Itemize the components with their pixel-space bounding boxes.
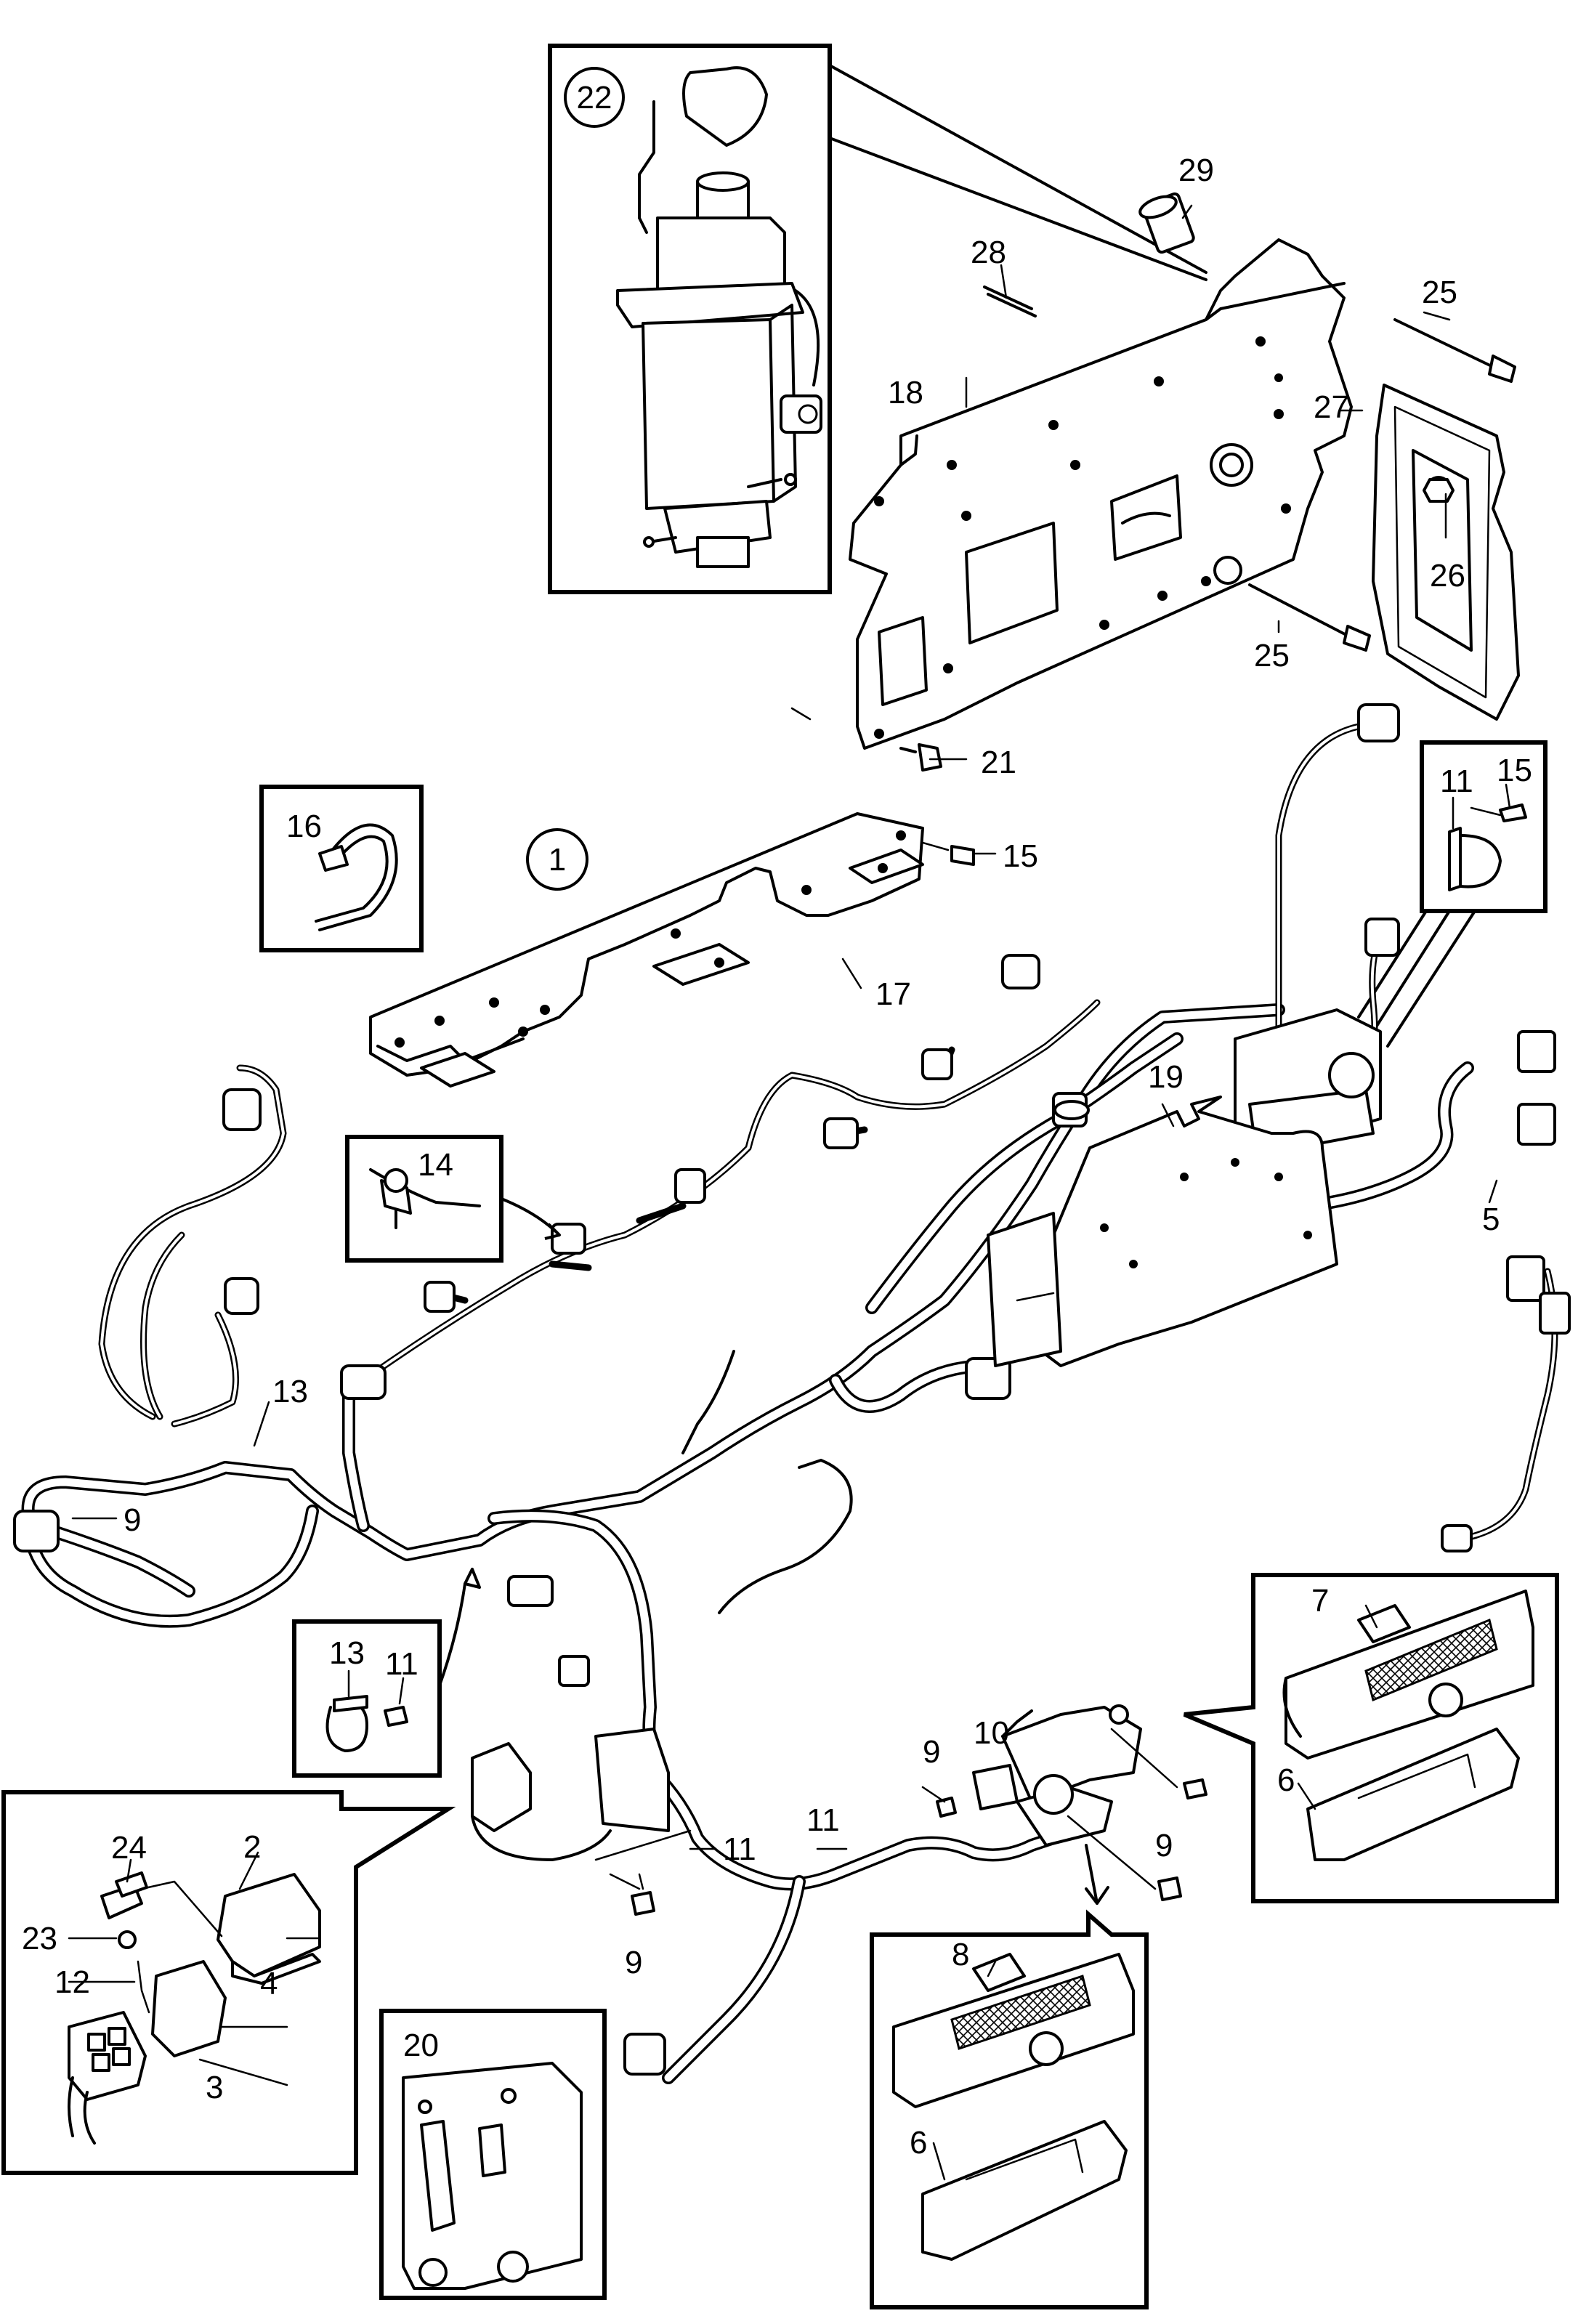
callout-circle-1 [526,828,588,891]
callout-15-bracket: 15 [1003,838,1038,874]
bracket-17 [369,812,924,1088]
callout-10: 10 [974,1715,1009,1751]
callout-29: 29 [1178,153,1214,188]
inset-filter-housing-a [1183,1573,1559,1903]
callout-26: 26 [1430,558,1465,594]
callout-21: 21 [981,745,1016,780]
callout-25-top: 25 [1422,275,1457,310]
plate-hardware [899,192,1516,772]
callout-3: 3 [206,2070,223,2105]
callout-13-harness: 13 [272,1374,308,1409]
callout-20: 20 [403,2028,439,2063]
gasket-plate [1372,384,1520,721]
lower-fittings [471,1704,1207,1916]
callout-15-clamp-top: 15 [1497,753,1532,788]
callout-2: 2 [243,1829,261,1865]
callout-12: 12 [54,1964,90,2000]
inset-clamp-bottom [292,1568,481,1778]
junction-block [1234,1008,1382,1157]
callout-8: 8 [952,1937,969,1972]
callout-14: 14 [418,1147,453,1183]
inset-clip-14 [345,1135,561,1263]
callout-23: 23 [22,1921,57,1956]
callout-7: 7 [1311,1583,1329,1619]
callout-6-right: 6 [1277,1762,1295,1798]
callout-22: 22 [577,80,612,116]
callout-1: 1 [549,842,566,878]
callout-9-right: 9 [1155,1828,1173,1863]
inset-connector [1,1790,456,2175]
mounting-plate [849,238,1353,750]
callout-11-clamp-top: 11 [1440,764,1473,799]
callout-27: 27 [1314,389,1349,425]
callout-19: 19 [1148,1059,1184,1095]
callout-18: 18 [888,375,923,410]
inset-cover-plate [379,2009,607,2300]
callout-16: 16 [286,809,322,844]
inset-reservoir [548,44,1207,594]
callout-4: 4 [260,1966,278,2001]
callout-11-center: 11 [723,1831,756,1867]
callout-9-upper: 9 [923,1734,940,1770]
inset-cable-tie [259,785,424,952]
callout-11-inset: 11 [385,1646,418,1682]
callout-5: 5 [1482,1202,1500,1237]
callout-17: 17 [875,976,911,1012]
callout-25-bottom: 25 [1254,638,1290,673]
control-unit [987,1096,1338,1367]
callout-6-bottom: 6 [910,2125,927,2161]
callout-28: 28 [971,235,1006,270]
callout-11-left: 11 [806,1802,840,1838]
callout-9-lower: 9 [625,1945,642,1980]
inset-clamp-top [1357,740,1548,1048]
callout-9-harness: 9 [124,1502,141,1538]
callout-24: 24 [111,1830,147,1866]
inset-filter-housing-b [870,1909,1149,2309]
callout-13-inset: 13 [329,1635,365,1671]
